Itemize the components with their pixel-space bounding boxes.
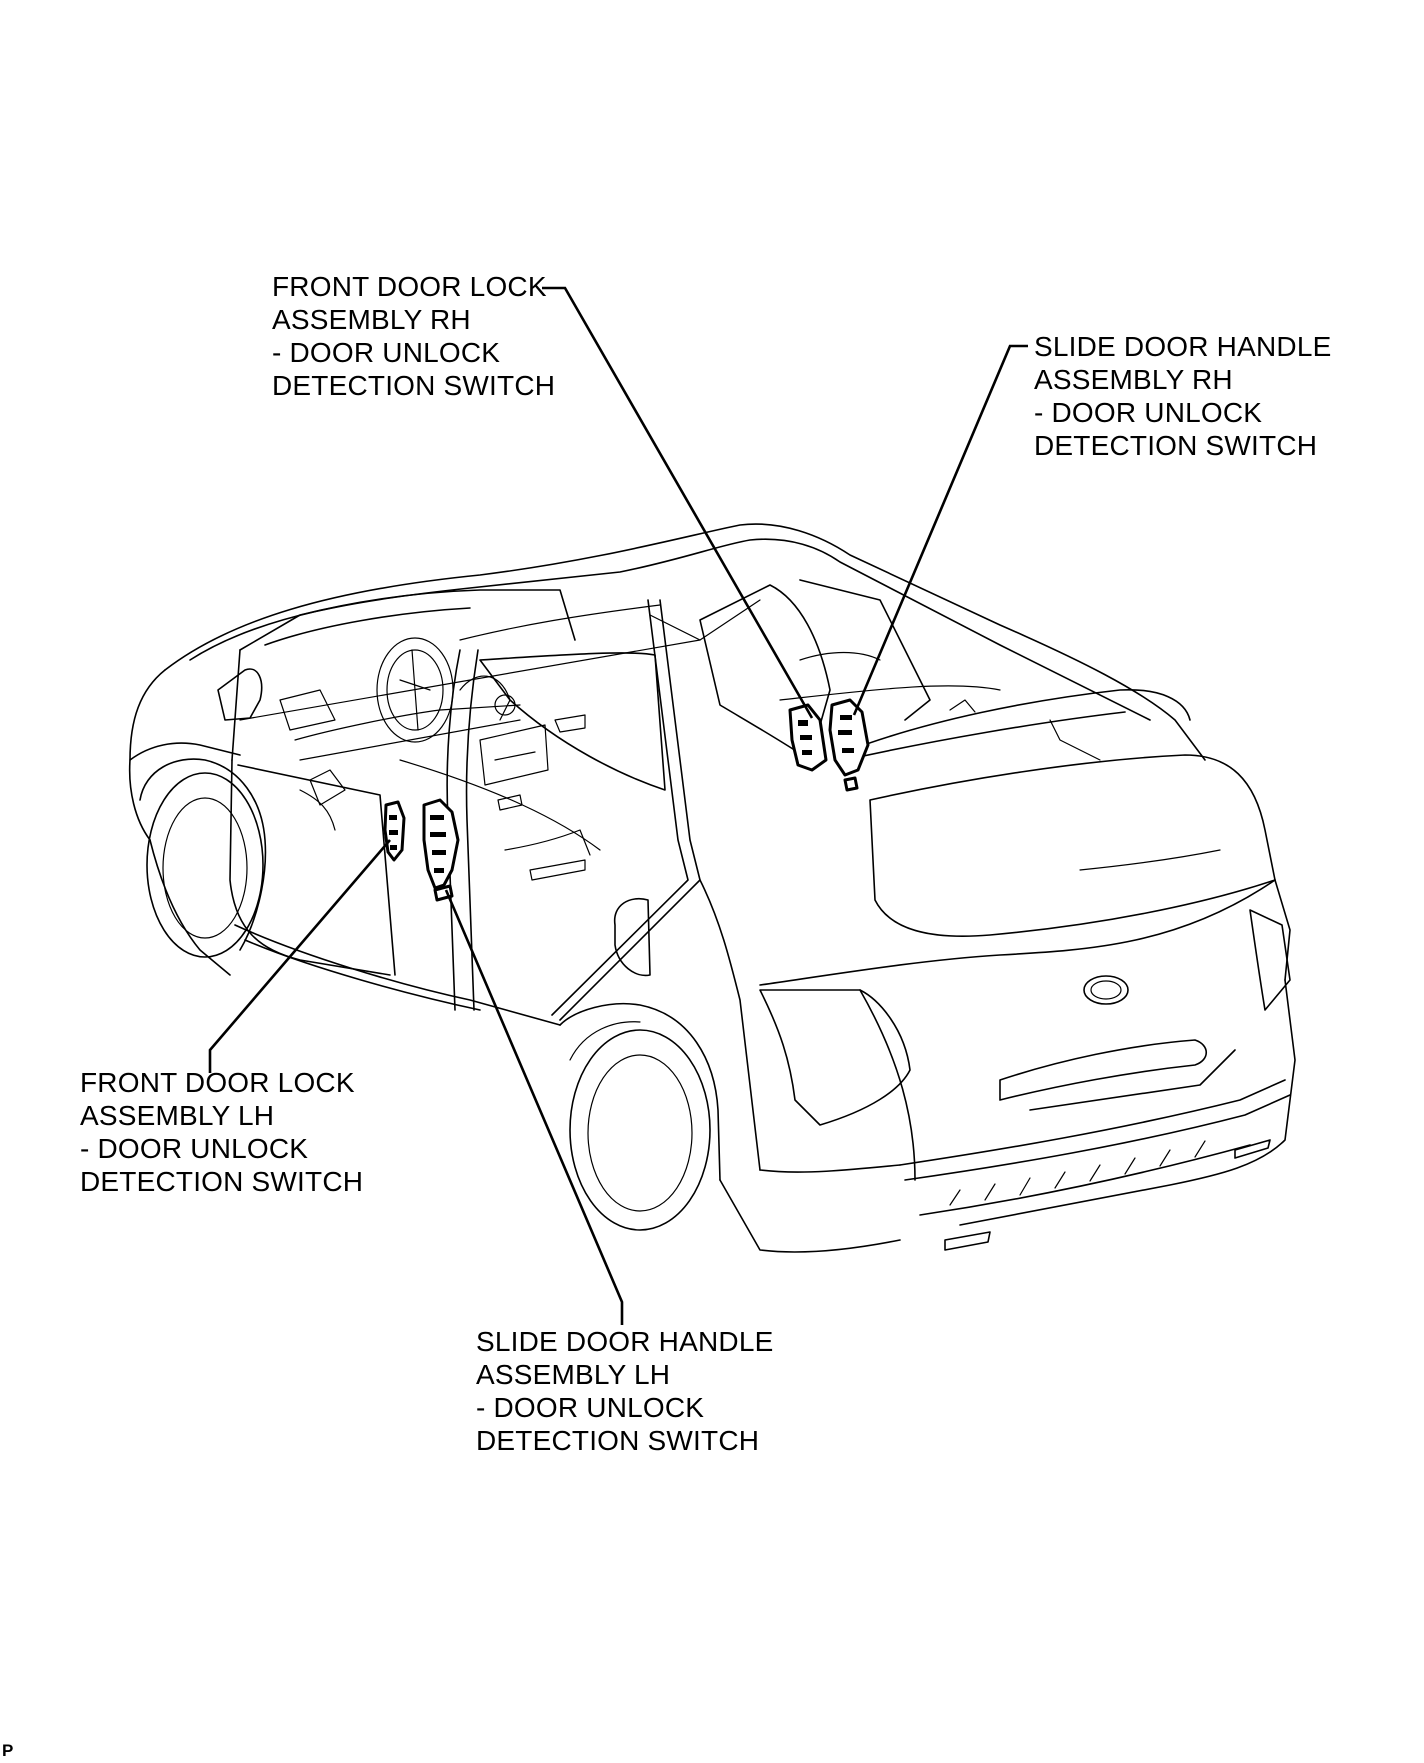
label-sub-line1: - DOOR UNLOCK	[272, 337, 501, 368]
label-sub-line1: - DOOR UNLOCK	[1034, 397, 1263, 428]
front-door-lock-rh-part	[788, 703, 828, 772]
label-front-door-lock-rh: FRONT DOOR LOCK ASSEMBLY RH - DOOR UNLOC…	[272, 270, 555, 402]
label-title-line2: ASSEMBLY LH	[476, 1359, 671, 1390]
slide-door-handle-rh-part	[828, 698, 870, 792]
label-sub-line1: - DOOR UNLOCK	[476, 1392, 705, 1423]
leader-front-door-lock-lh	[208, 839, 391, 1073]
label-title-line2: ASSEMBLY LH	[80, 1100, 275, 1131]
label-title-line1: FRONT DOOR LOCK	[80, 1067, 355, 1098]
label-sub-line1: - DOOR UNLOCK	[80, 1133, 309, 1164]
label-title-line1: FRONT DOOR LOCK	[272, 271, 547, 302]
leader-slide-door-handle-rh	[852, 344, 1028, 716]
vehicle-body-outline	[128, 523, 1296, 1253]
label-sub-line2: DETECTION SWITCH	[476, 1425, 760, 1456]
label-title-line1: SLIDE DOOR HANDLE	[476, 1326, 774, 1357]
label-title-line2: ASSEMBLY RH	[1034, 364, 1233, 395]
label-sub-line2: DETECTION SWITCH	[272, 370, 556, 401]
label-slide-door-handle-lh: SLIDE DOOR HANDLE ASSEMBLY LH - DOOR UNL…	[476, 1325, 773, 1457]
corner-mark: P	[2, 1741, 14, 1760]
vehicle-interior	[239, 599, 1101, 881]
slide-door-handle-lh-part	[422, 798, 460, 902]
leader-slide-door-handle-lh	[444, 889, 624, 1325]
label-front-door-lock-lh: FRONT DOOR LOCK ASSEMBLY LH - DOOR UNLOC…	[80, 1066, 363, 1198]
leader-front-door-lock-rh	[542, 286, 814, 719]
label-slide-door-handle-rh: SLIDE DOOR HANDLE ASSEMBLY RH - DOOR UNL…	[1034, 330, 1331, 462]
label-sub-line2: DETECTION SWITCH	[80, 1166, 364, 1197]
label-title-line1: SLIDE DOOR HANDLE	[1034, 331, 1332, 362]
front-door-lock-lh-part	[383, 800, 406, 862]
label-sub-line2: DETECTION SWITCH	[1034, 430, 1318, 461]
label-title-line2: ASSEMBLY RH	[272, 304, 471, 335]
